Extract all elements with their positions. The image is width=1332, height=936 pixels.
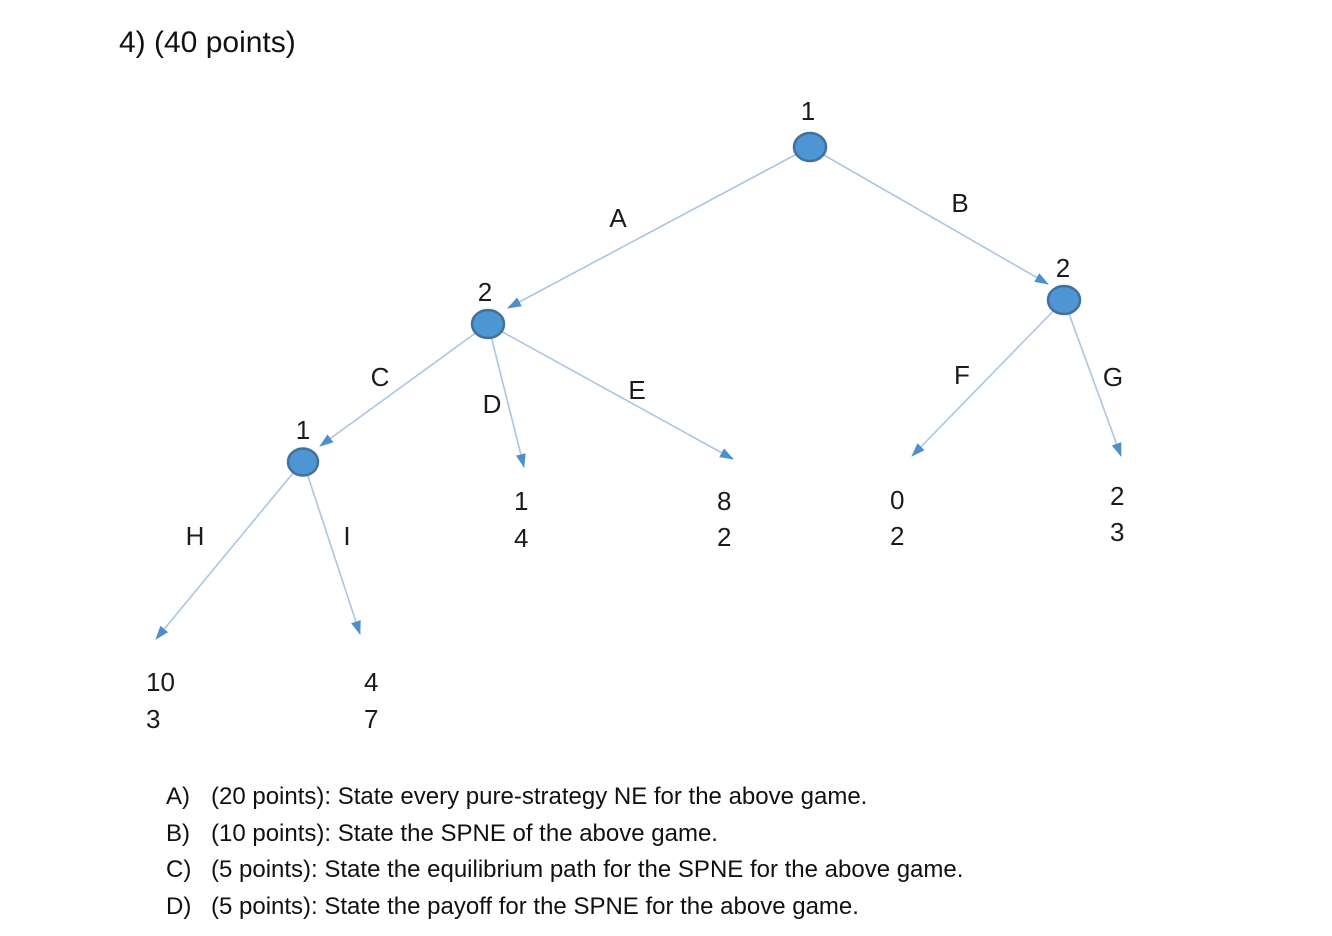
question-letter: D) — [166, 892, 192, 920]
edge-d-line — [487, 323, 526, 468]
question-letter: B) — [166, 819, 190, 847]
edge-f-label: F — [954, 360, 970, 390]
game-tree-diagram: 1 2 2 1 A B C D E F G H I 10 3 4 7 1 4 8… — [146, 96, 1124, 734]
question-item-b: B) (10 points): State the SPNE of the ab… — [166, 816, 963, 853]
questions-list: A) (20 points): State every pure-strateg… — [166, 779, 963, 925]
payoff-g-player1: 2 — [1110, 481, 1124, 511]
edge-g-line — [1063, 299, 1122, 457]
edge-a-label: A — [609, 203, 627, 233]
question-letter: C) — [166, 856, 192, 884]
edge-b-label: B — [951, 188, 968, 218]
edge-c-label: C — [371, 362, 390, 392]
node-right-player-label: 2 — [1056, 253, 1070, 283]
payoff-e-player1: 8 — [717, 486, 731, 516]
question-item-d: D) (5 points): State the payoff for the … — [166, 889, 963, 926]
question-text: (10 points): State the SPNE of the above… — [211, 819, 718, 847]
edge-b-line — [809, 146, 1049, 285]
edge-i-line — [302, 460, 361, 635]
edge-h-line — [155, 460, 304, 640]
question-text: (5 points): State the payoff for the SPN… — [211, 892, 859, 920]
edge-c-line — [319, 323, 489, 447]
edge-i-label: I — [343, 521, 350, 551]
question-letter: A) — [166, 783, 190, 810]
node-lower-left-player-label: 1 — [296, 415, 310, 445]
payoff-i-player2: 7 — [364, 704, 378, 734]
edge-g-label: G — [1103, 362, 1123, 392]
node-root — [792, 131, 828, 163]
edge-h-label: H — [186, 521, 205, 551]
node-left-player-label: 2 — [478, 277, 492, 307]
problem-title: 4) (40 points) — [119, 26, 296, 59]
payoff-i-player1: 4 — [364, 667, 378, 697]
edge-e-label: E — [628, 375, 645, 405]
payoff-f-player1: 0 — [890, 485, 904, 515]
payoff-h-player1: 10 — [146, 667, 175, 697]
payoff-g-player2: 3 — [1110, 517, 1124, 547]
edge-a-line — [507, 146, 811, 309]
payoff-f-player2: 2 — [890, 521, 904, 551]
edge-f-line — [911, 299, 1065, 457]
question-text: (20 points): State every pure-strategy N… — [211, 783, 868, 810]
node-root-player-label: 1 — [801, 96, 815, 126]
payoff-e-player2: 2 — [717, 522, 731, 552]
question-item-c: C) (5 points): State the equilibrium pat… — [166, 852, 963, 889]
payoff-d-player2: 4 — [514, 523, 528, 553]
edge-d-label: D — [483, 389, 502, 419]
question-text: (5 points): State the equilibrium path f… — [211, 856, 964, 884]
payoff-h-player2: 3 — [146, 704, 160, 734]
question-item-a: A) (20 points): State every pure-strateg… — [166, 779, 963, 816]
node-lower-left — [286, 447, 320, 477]
edge-e-line — [487, 323, 734, 460]
node-left — [470, 308, 506, 340]
node-right — [1046, 284, 1082, 316]
payoff-d-player1: 1 — [514, 486, 528, 516]
